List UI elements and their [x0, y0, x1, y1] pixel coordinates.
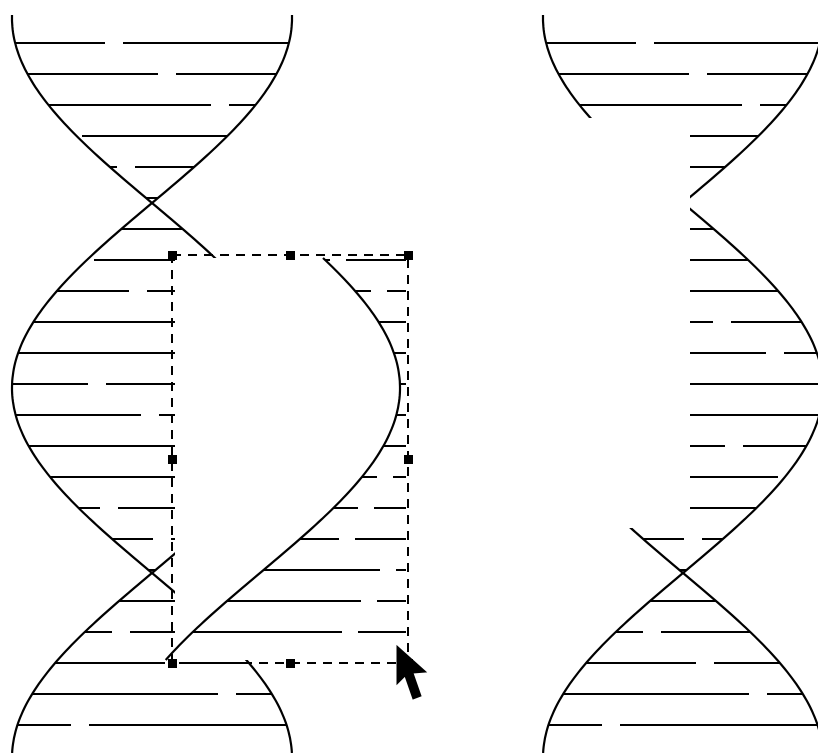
selected-helix-fragment[interactable]: [166, 258, 408, 660]
fragment-strand: [166, 258, 400, 660]
selection-handle[interactable]: [286, 659, 295, 668]
left-helix-rungs: [0, 12, 312, 725]
selection-handle[interactable]: [286, 251, 295, 260]
selection-handle[interactable]: [404, 455, 413, 464]
selection-handle[interactable]: [404, 251, 413, 260]
selection-handle[interactable]: [168, 659, 177, 668]
mouse-pointer-icon: [397, 646, 426, 699]
selection-handle[interactable]: [168, 251, 177, 260]
right-dna-helix: [523, 12, 818, 753]
selection-handle[interactable]: [168, 455, 177, 464]
left-dna-helix: [0, 12, 312, 753]
